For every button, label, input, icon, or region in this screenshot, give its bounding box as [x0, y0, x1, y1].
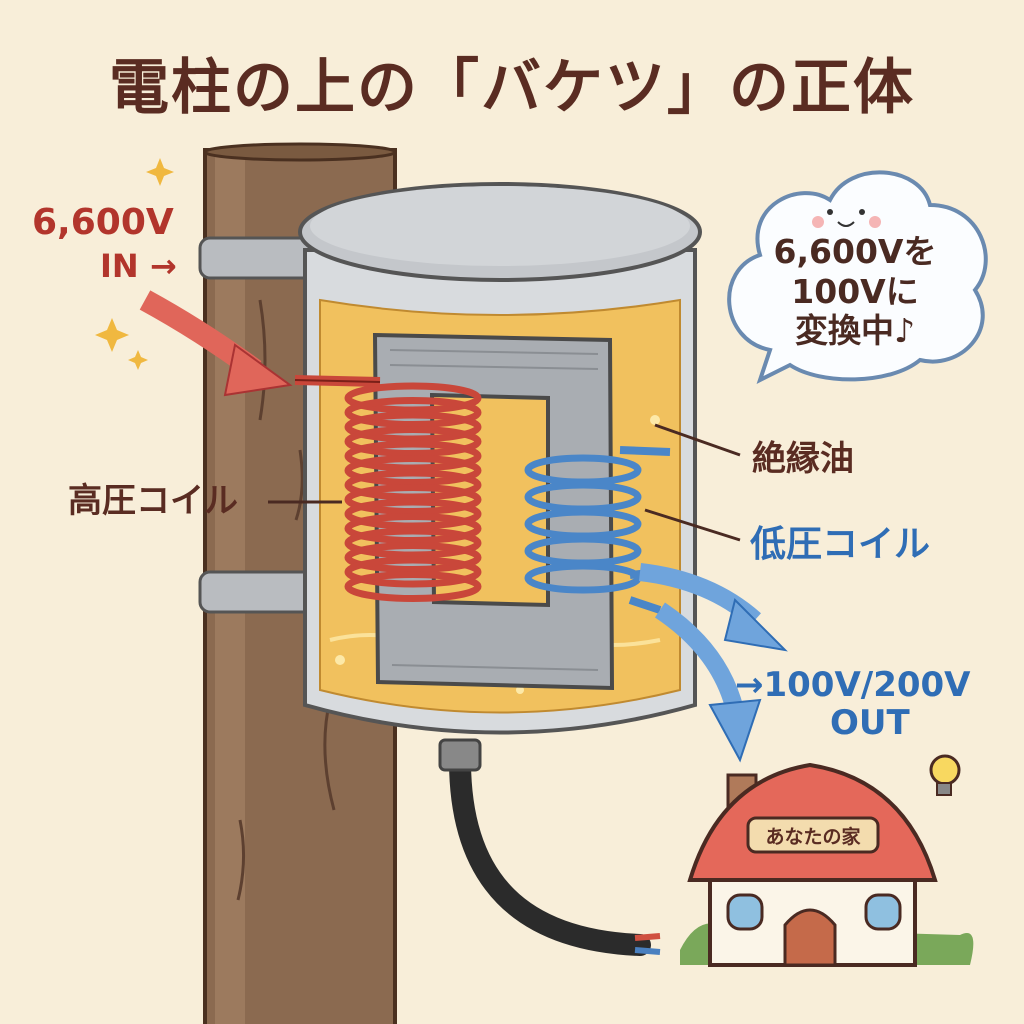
hv-coil-turn — [344, 542, 482, 573]
lv-coil-turn — [524, 562, 642, 594]
high-voltage-coil-label: 高圧コイル — [68, 481, 238, 521]
house-door — [783, 908, 837, 967]
hv-coil-turn — [344, 571, 482, 602]
hv-coil-turn — [344, 527, 482, 559]
low-voltage-coil-label: 低圧コイル — [750, 524, 931, 565]
insulating-oil-label: 絶縁油 — [752, 439, 854, 479]
hv-coil-turn — [344, 484, 482, 515]
hv-coil-turn — [344, 498, 482, 530]
house-sign: あなたの家 — [765, 826, 861, 848]
output-label: OUT — [830, 703, 910, 743]
hv-coil-turn — [344, 440, 482, 472]
hv-coil-turn — [344, 556, 482, 588]
output-voltage: →100V/200V — [735, 665, 971, 705]
bubble-line-1: 6,600Vを — [773, 232, 937, 271]
high-voltage-coil — [294, 375, 482, 602]
page-title: 電柱の上の「バケツ」の正体 — [109, 53, 915, 123]
house — [680, 762, 974, 967]
speech-bubble-text: 6,600Vを 100Vに 変換中♪ — [745, 232, 965, 351]
hv-coil-turn — [344, 382, 482, 414]
hv-coil-turn — [344, 513, 482, 544]
hv-coil-turn — [344, 397, 482, 428]
hv-coil-turn — [344, 455, 482, 486]
bubble-line-2: 100Vに — [791, 271, 919, 311]
hv-coil-turn — [344, 426, 482, 457]
lightbulb-icon — [929, 754, 961, 796]
low-voltage-coil — [524, 446, 671, 614]
hv-coil-turn — [344, 411, 482, 443]
bubble-line-3: 変換中♪ — [794, 311, 916, 351]
input-label: IN → — [100, 247, 177, 285]
sparkle-icons — [95, 158, 174, 370]
input-arrow — [139, 290, 293, 397]
input-voltage: 6,600V — [32, 202, 174, 243]
hv-coil-turn — [344, 469, 482, 501]
house-sign-board — [746, 816, 880, 854]
output-arrows — [638, 563, 788, 763]
leader-lines — [268, 423, 741, 542]
speech-cloud — [727, 170, 988, 384]
output-cable — [438, 738, 661, 956]
